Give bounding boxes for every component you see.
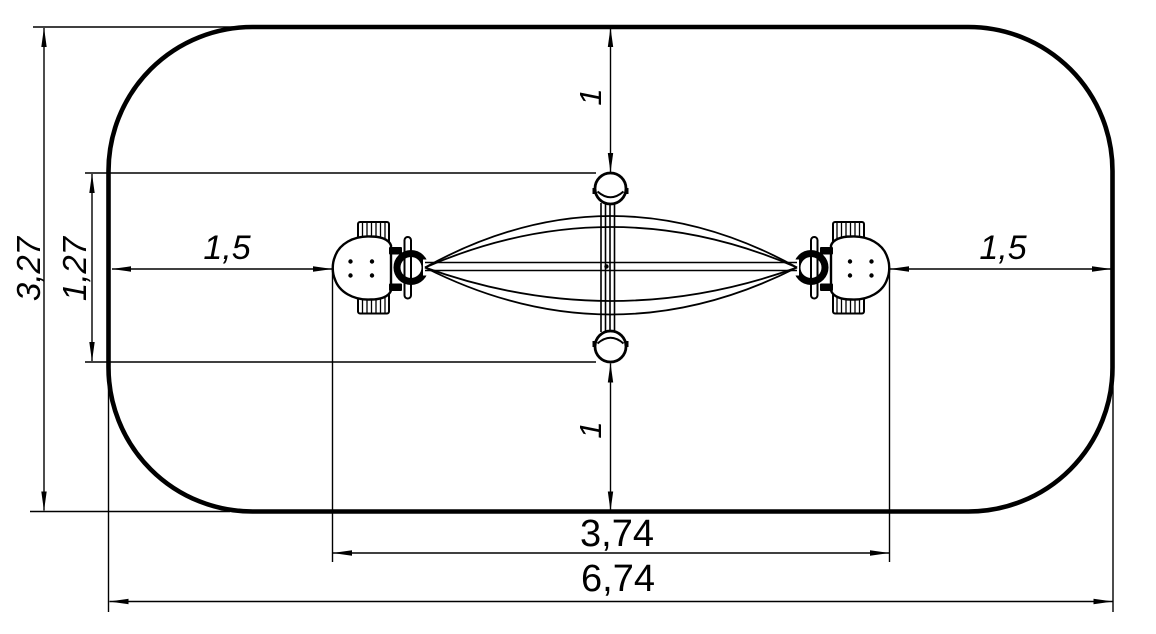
seesaw-plan-view <box>331 171 890 364</box>
seesaw-arms <box>424 215 798 316</box>
ball-top <box>593 171 628 206</box>
grip-stripes-top <box>361 222 386 246</box>
ball-seam <box>596 336 625 345</box>
seat-pan <box>331 235 393 301</box>
seat-assembly-left <box>331 221 435 315</box>
extension-lines <box>30 26 1114 612</box>
arm-arc-inner-bottom <box>424 266 798 302</box>
handlebar <box>403 236 412 300</box>
center-pivot-mark <box>604 264 609 269</box>
ball-seam <box>596 190 625 199</box>
ball-bottom <box>593 329 628 364</box>
label-clearance-bottom: 1 <box>573 421 608 438</box>
label-inner-width: 3,74 <box>580 513 654 555</box>
dimension-labels: 3,27 1,27 1,5 1,5 1 1 3,74 6,74 <box>10 88 1027 600</box>
arm-arc-outer-top <box>424 215 798 269</box>
label-inner-height: 1,27 <box>56 235 93 301</box>
label-clearance-top: 1 <box>573 88 608 105</box>
ball-end-top <box>592 171 629 206</box>
label-total-height: 3,27 <box>10 235 47 301</box>
label-clearance-right: 1,5 <box>979 229 1026 267</box>
arm-arc-outer-bottom <box>424 266 798 316</box>
seat-bolt-holes <box>348 259 375 278</box>
clamp-bracket-bottom <box>389 283 402 291</box>
ball-end-bottom <box>592 329 629 364</box>
grip-stripes-bottom <box>361 290 386 314</box>
clamp-bracket-top <box>389 247 402 255</box>
arm-arc-inner-top <box>424 226 798 269</box>
label-clearance-left: 1,5 <box>203 229 250 267</box>
label-total-width: 6,74 <box>581 558 655 600</box>
seat-assembly-right <box>787 222 889 314</box>
dimension-lines <box>41 27 1113 605</box>
